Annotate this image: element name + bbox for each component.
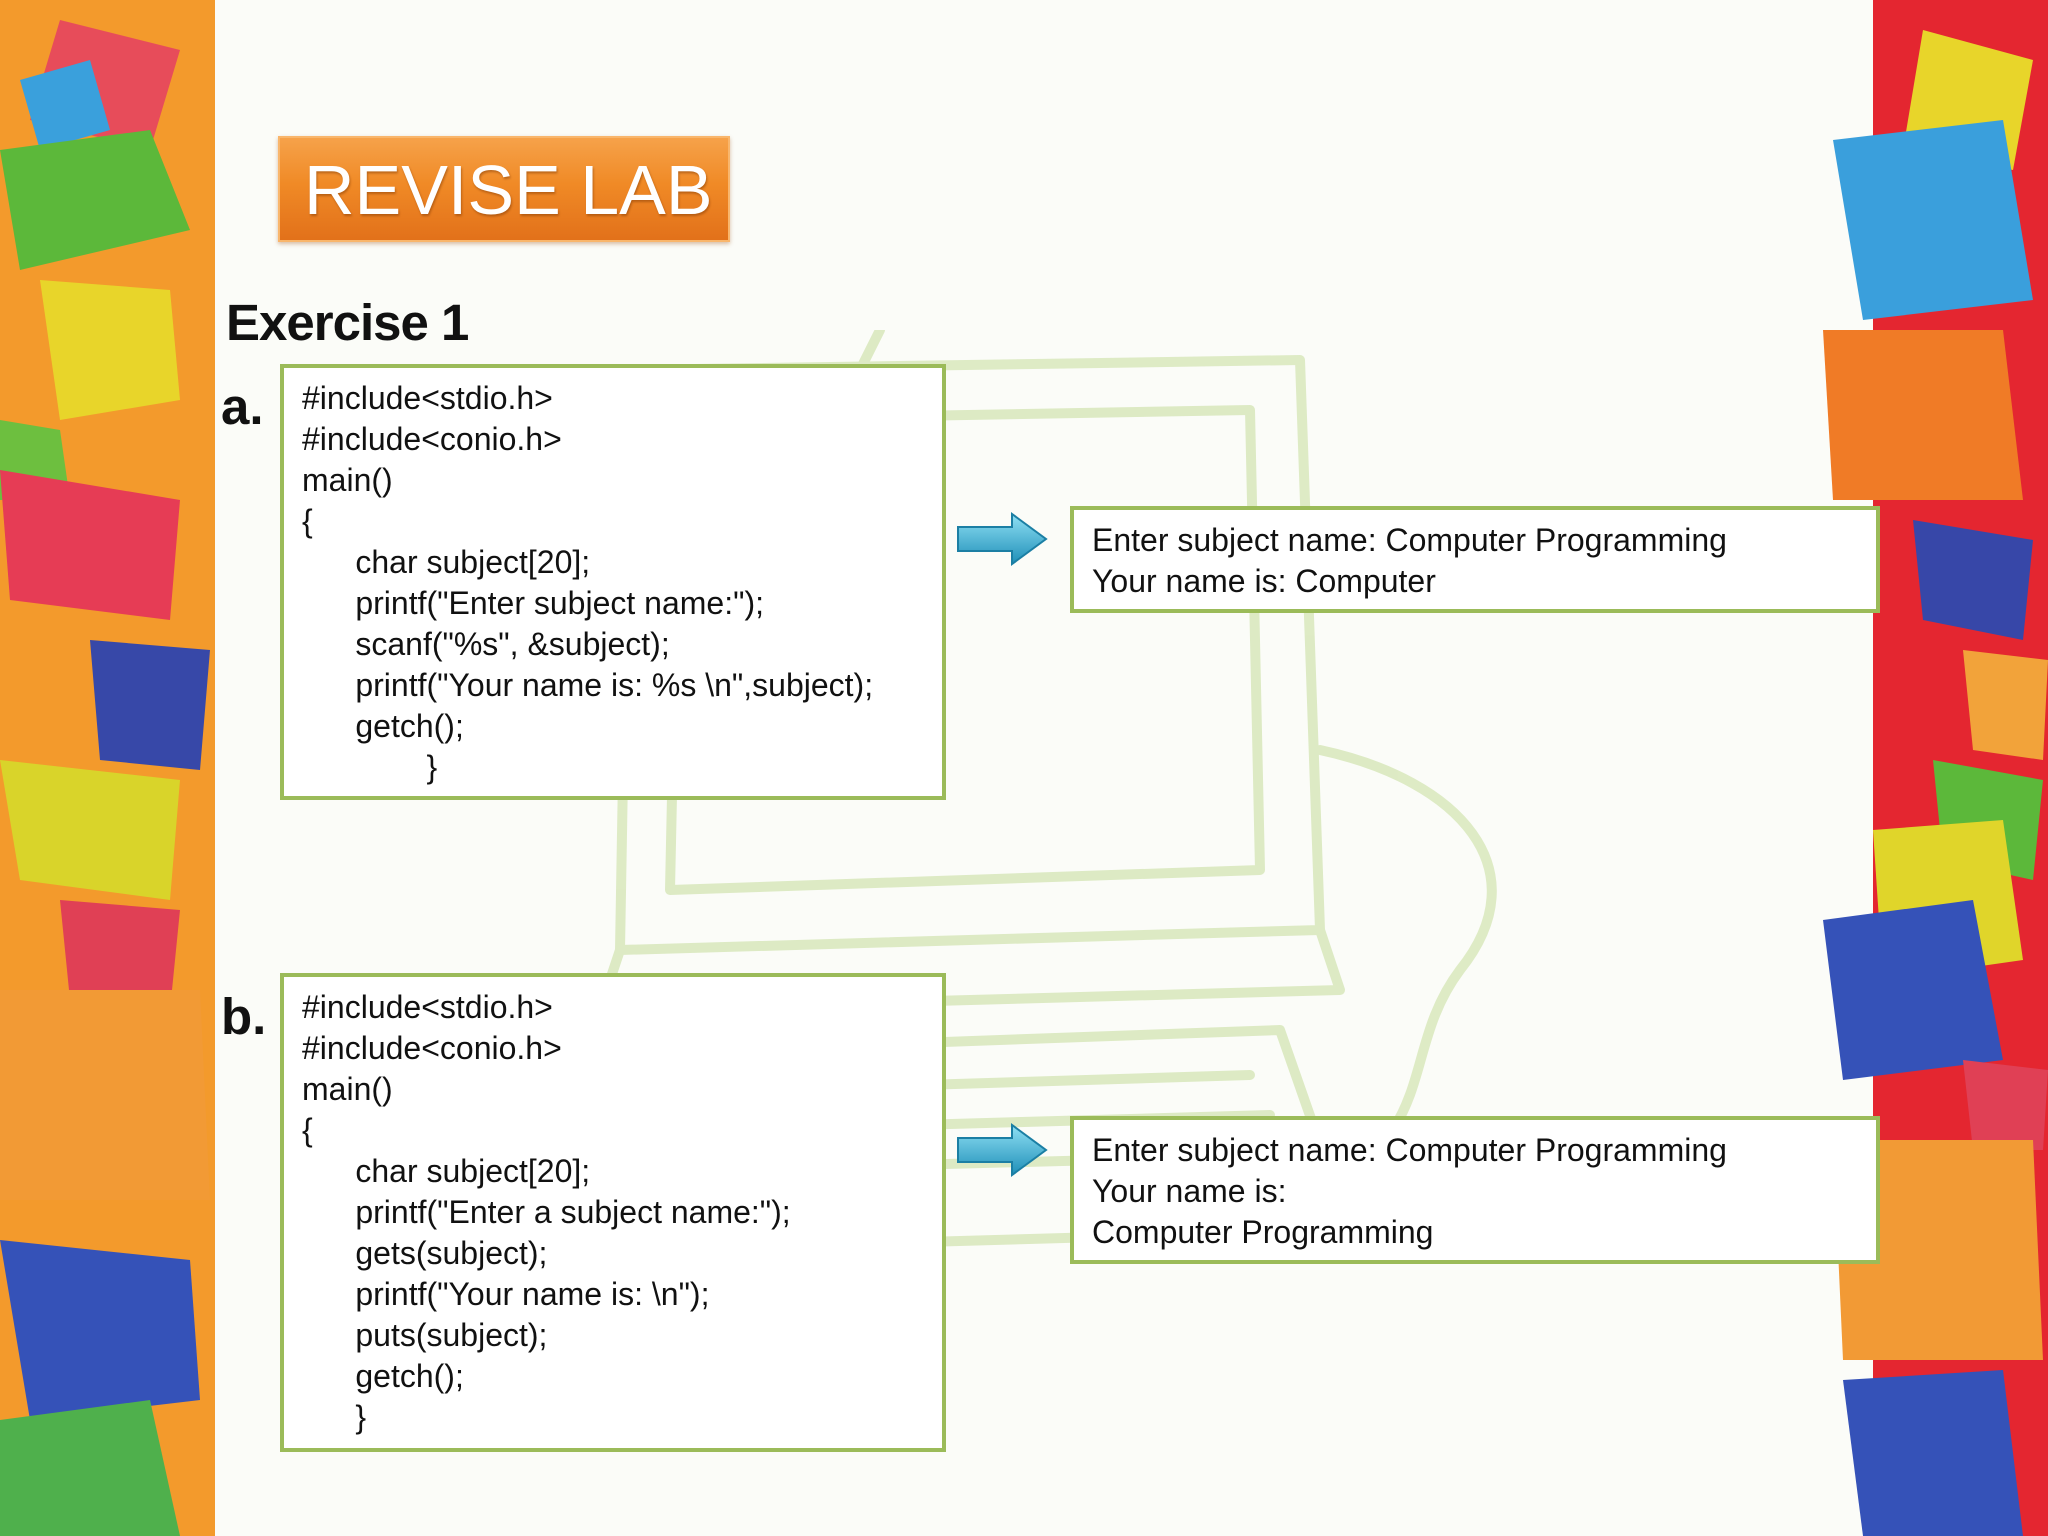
code-line: printf("Your name is: \n"); bbox=[302, 1276, 710, 1312]
exercise-a-code-box: #include<stdio.h> #include<conio.h> main… bbox=[280, 364, 946, 800]
output-line: Computer Programming bbox=[1092, 1214, 1434, 1250]
right-cubes-decoration bbox=[1823, 0, 2048, 1536]
exercise-b-label: b. bbox=[221, 988, 267, 1045]
code-line: { bbox=[302, 503, 313, 539]
right-arrow-icon bbox=[957, 512, 1048, 566]
exercise-a-output-box: Enter subject name: Computer Programming… bbox=[1070, 506, 1880, 613]
code-line: getch(); bbox=[302, 708, 464, 744]
code-line: char subject[20]; bbox=[302, 1153, 591, 1189]
code-line: printf("Your name is: %s \n",subject); bbox=[302, 667, 874, 703]
exercise-b-code-box: #include<stdio.h> #include<conio.h> main… bbox=[280, 973, 946, 1452]
output-line: Your name is: Computer bbox=[1092, 563, 1436, 599]
code-line: char subject[20]; bbox=[302, 544, 591, 580]
code-line: puts(subject); bbox=[302, 1317, 548, 1353]
code-line: } bbox=[302, 1399, 367, 1435]
code-line: getch(); bbox=[302, 1358, 464, 1394]
output-line: Your name is: bbox=[1092, 1173, 1287, 1209]
code-line: main() bbox=[302, 462, 393, 498]
code-line: gets(subject); bbox=[302, 1235, 548, 1271]
code-line: main() bbox=[302, 1071, 393, 1107]
code-line: printf("Enter subject name:"); bbox=[302, 585, 764, 621]
code-line: printf("Enter a subject name:"); bbox=[302, 1194, 791, 1230]
exercise-a-label: a. bbox=[221, 378, 264, 435]
code-line: } bbox=[302, 749, 438, 785]
output-line: Enter subject name: Computer Programming bbox=[1092, 522, 1727, 558]
code-line: #include<stdio.h> bbox=[302, 989, 553, 1025]
right-arrow-icon bbox=[957, 1123, 1048, 1177]
code-line: scanf("%s", &subject); bbox=[302, 626, 670, 662]
exercise-heading: Exercise 1 bbox=[226, 294, 469, 351]
code-line: #include<conio.h> bbox=[302, 1030, 562, 1066]
exercise-b-output-box: Enter subject name: Computer Programming… bbox=[1070, 1116, 1880, 1264]
slide-title: REVISE LAB 3 bbox=[304, 151, 730, 229]
code-line: { bbox=[302, 1112, 313, 1148]
title-banner: REVISE LAB 3 bbox=[278, 136, 730, 242]
code-line: #include<conio.h> bbox=[302, 421, 562, 457]
output-line: Enter subject name: Computer Programming bbox=[1092, 1132, 1727, 1168]
left-cubes-decoration bbox=[0, 0, 215, 1536]
code-line: #include<stdio.h> bbox=[302, 380, 553, 416]
